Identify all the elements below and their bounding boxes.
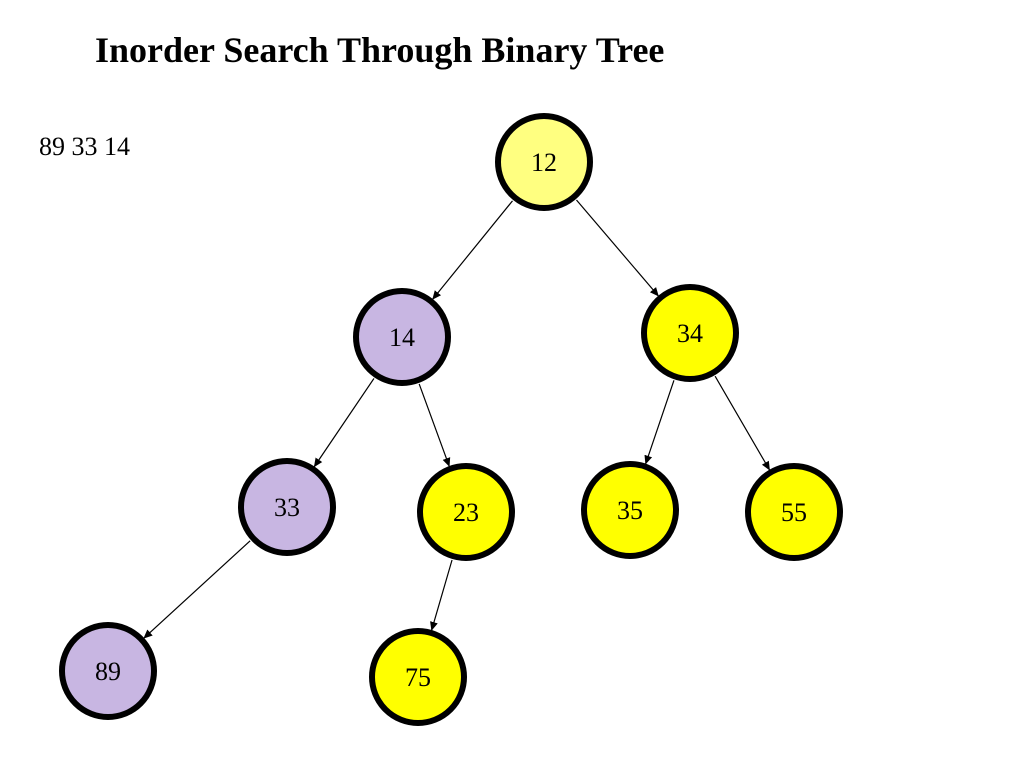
tree-edge-12-34: [576, 199, 660, 297]
tree-node-circle: [417, 463, 515, 561]
tree-node-circle: [238, 458, 336, 556]
tree-node-circle: [353, 288, 451, 386]
tree-node-23: 23: [417, 463, 515, 561]
tree-node-label: 35: [617, 496, 643, 525]
tree-node-circle: [641, 284, 739, 382]
tree-edge-12-14: [431, 200, 513, 301]
tree-node-circle: [369, 628, 467, 726]
tree-node-89: 89: [59, 622, 157, 720]
tree-node-label: 14: [389, 323, 415, 352]
traversal-output: 89 33 14: [39, 132, 130, 161]
tree-edge-14-33: [313, 378, 375, 468]
tree-node-label: 34: [677, 319, 703, 348]
tree-node-label: 89: [95, 657, 121, 686]
tree-node-34: 34: [641, 284, 739, 382]
tree-node-label: 23: [453, 498, 479, 527]
page-title: Inorder Search Through Binary Tree: [95, 30, 665, 70]
tree-nodes: 12 14 34 33 23 35 55 89 75: [59, 113, 843, 726]
tree-node-33: 33: [238, 458, 336, 556]
tree-edges: [142, 199, 771, 640]
tree-edge-34-35: [644, 380, 675, 465]
tree-node-circle: [495, 113, 593, 211]
tree-node-35: 35: [581, 461, 679, 559]
tree-node-label: 55: [781, 498, 807, 527]
tree-node-14: 14: [353, 288, 451, 386]
tree-node-label: 75: [405, 663, 431, 692]
tree-node-55: 55: [745, 463, 843, 561]
tree-edge-34-55: [714, 375, 771, 471]
tree-node-label: 12: [531, 148, 557, 177]
tree-node-label: 33: [274, 493, 300, 522]
tree-node-circle: [59, 622, 157, 720]
tree-edge-23-75: [430, 559, 453, 632]
tree-node-circle: [745, 463, 843, 561]
tree-node-75: 75: [369, 628, 467, 726]
tree-edge-33-89: [142, 540, 251, 640]
tree-edge-14-23: [418, 383, 451, 468]
tree-node-12: 12: [495, 113, 593, 211]
tree-node-circle: [581, 461, 679, 559]
